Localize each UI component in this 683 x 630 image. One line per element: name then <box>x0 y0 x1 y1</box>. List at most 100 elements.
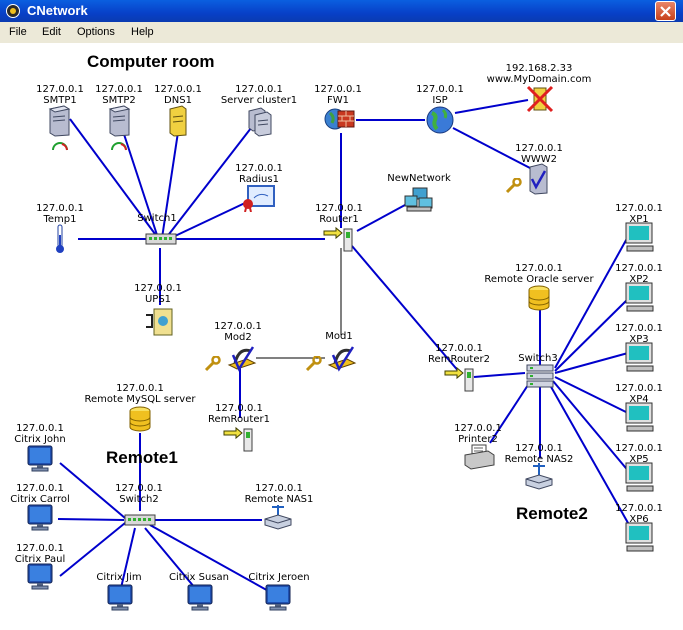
menu-bar: File Edit Options Help <box>0 22 683 44</box>
link-isp-www2 <box>452 127 531 169</box>
node-isp[interactable] <box>425 105 455 135</box>
node-remrouter1[interactable] <box>222 423 258 453</box>
gauge-icon <box>111 142 127 151</box>
monitor-icon <box>625 222 654 252</box>
node-ip: 192.168.2.33 <box>505 63 573 74</box>
node-name: Remote Oracle server <box>484 274 594 285</box>
window-title: CNetwork <box>27 3 88 18</box>
node-remote-nas2[interactable] <box>523 463 555 493</box>
link-router1-newnetwork <box>356 204 406 232</box>
node-name: www.MyDomain.com <box>486 74 592 85</box>
node-xp1[interactable] <box>624 221 656 253</box>
node-name: Temp1 <box>43 214 77 225</box>
node-xp3[interactable] <box>624 341 656 373</box>
link-switch3-xp2 <box>554 296 631 372</box>
node-switch3-label: Switch3 <box>518 353 557 364</box>
node-ip: 127.0.0.1 <box>615 203 663 214</box>
node-name: Remote MySQL server <box>84 394 196 405</box>
menu-options[interactable]: Options <box>77 26 115 38</box>
node-citrix-paul[interactable] <box>26 562 54 592</box>
node-smtp1[interactable] <box>46 105 72 137</box>
node-ip: 127.0.0.1 <box>315 203 363 214</box>
node-fw1[interactable] <box>324 105 356 133</box>
node-mod1[interactable] <box>325 341 359 373</box>
link-paul-switch2 <box>59 522 126 577</box>
node-citrix-susan[interactable] <box>186 583 214 613</box>
server-cluster-icon <box>248 107 272 137</box>
monitor-icon <box>625 342 654 372</box>
server-icon <box>48 105 71 137</box>
monitor-icon <box>27 504 53 531</box>
server-check-icon <box>529 163 548 195</box>
node-citrix-jeroen[interactable] <box>264 583 292 613</box>
node-printer2[interactable] <box>462 443 496 471</box>
menu-help[interactable]: Help <box>131 26 154 38</box>
node-citrixjim-label: Citrix Jim <box>96 572 141 583</box>
router-icon <box>223 426 253 452</box>
node-www2[interactable] <box>527 163 551 195</box>
modem-icon <box>327 346 357 372</box>
link-john-switch2 <box>59 462 126 519</box>
node-radius1[interactable] <box>242 184 276 212</box>
node-xp5[interactable] <box>624 461 656 493</box>
node-xp2[interactable] <box>624 281 656 313</box>
node-ip: 127.0.0.1 <box>435 343 483 354</box>
node-dns1[interactable] <box>167 105 189 137</box>
node-name: ISP <box>432 95 448 106</box>
node-name: Radius1 <box>239 174 279 185</box>
node-name: Citrix Susan <box>168 572 230 583</box>
printer-icon <box>464 444 495 470</box>
link-smtp1-switch1 <box>69 118 159 239</box>
monitor-icon <box>27 445 53 472</box>
node-ip: 127.0.0.1 <box>515 263 563 274</box>
node-name: Switch2 <box>119 494 159 505</box>
menu-edit[interactable]: Edit <box>42 26 61 38</box>
node-mydomain[interactable] <box>526 85 554 113</box>
menu-file[interactable]: File <box>9 26 27 38</box>
link-switch3-xp3 <box>554 352 629 374</box>
database-icon <box>528 285 550 311</box>
node-server-cluster1[interactable] <box>243 105 275 137</box>
switch-stack-icon <box>526 364 554 388</box>
node-ip: 127.0.0.1 <box>314 84 362 95</box>
node-remote-mysql-server[interactable] <box>128 405 152 433</box>
node-ups1[interactable] <box>142 305 176 337</box>
node-ip: 127.0.0.1 <box>36 84 84 95</box>
node-router1[interactable] <box>322 223 358 253</box>
wrench-icon[interactable] <box>204 356 222 372</box>
database-icon <box>129 406 151 432</box>
node-mod2[interactable] <box>225 341 259 373</box>
node-remote-oracle-server[interactable] <box>527 284 551 312</box>
node-smtp2[interactable] <box>106 105 132 137</box>
node-switch3[interactable] <box>525 363 555 389</box>
node-citrix-jim[interactable] <box>106 583 134 613</box>
node-newnetwork[interactable] <box>403 186 435 214</box>
wrench-icon[interactable] <box>505 178 523 194</box>
close-button[interactable] <box>655 1 676 21</box>
node-temp1[interactable] <box>53 223 67 255</box>
node-switch2[interactable] <box>124 512 156 528</box>
node-name: RemRouter1 <box>208 414 270 425</box>
node-xp4[interactable] <box>624 401 656 433</box>
node-switch1-label: Switch1 <box>137 213 176 224</box>
node-remrouter2[interactable] <box>443 363 479 393</box>
node-citrix-carrol[interactable] <box>26 503 54 533</box>
node-citrix-john[interactable] <box>26 444 54 474</box>
title-bar[interactable]: CNetwork <box>0 0 683 22</box>
node-switch1[interactable] <box>145 231 177 247</box>
wrench-icon[interactable] <box>305 356 323 372</box>
node-name: XP5 <box>629 454 649 465</box>
node-xp6[interactable] <box>624 521 656 553</box>
node-remote-nas1[interactable] <box>262 503 294 531</box>
